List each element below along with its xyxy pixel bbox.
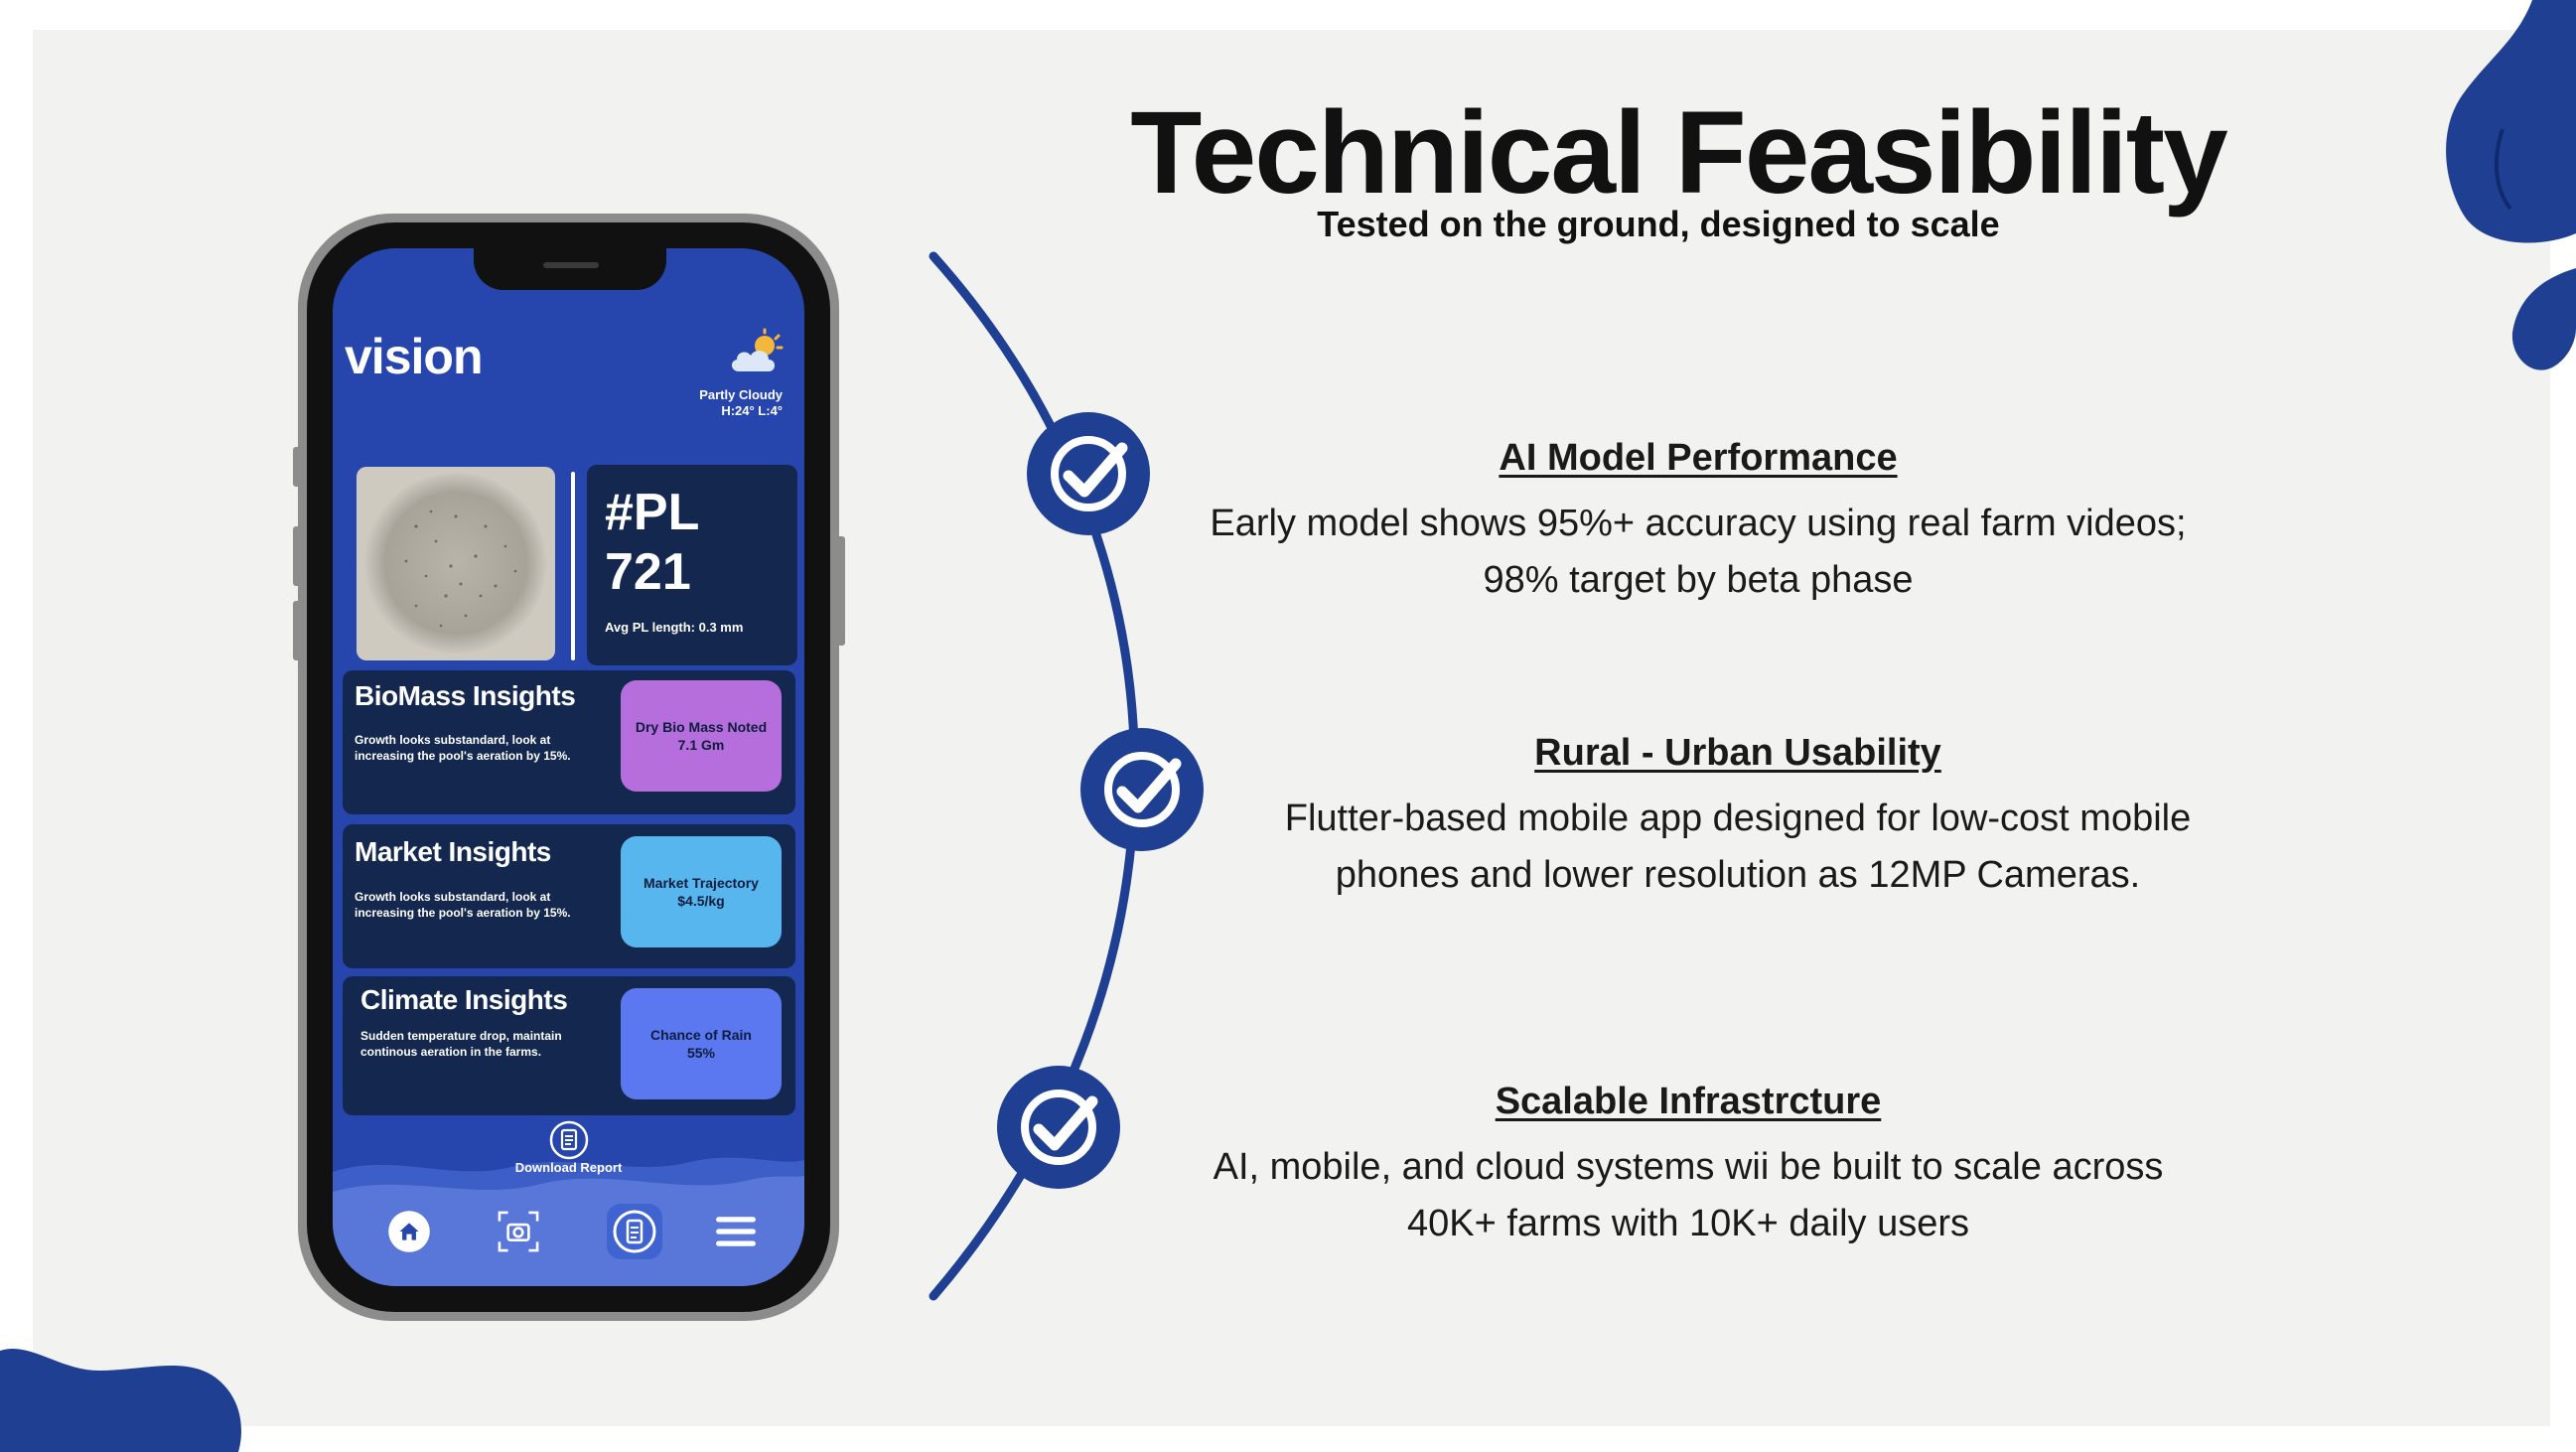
- feature-heading: AI Model Performance: [1499, 437, 1898, 479]
- pill-label: Chance of Rain: [650, 1027, 752, 1043]
- pill-value: $4.5/kg: [677, 893, 725, 909]
- menu-icon[interactable]: [706, 1202, 766, 1261]
- check-icon: [997, 1066, 1120, 1189]
- card-heading: BioMass Insights: [355, 680, 576, 711]
- weather-temps: H:24° L:4°: [721, 403, 783, 418]
- home-icon[interactable]: [379, 1202, 439, 1261]
- download-report-icon[interactable]: [549, 1120, 589, 1160]
- page-title: Technical Feasibility: [1130, 87, 2227, 218]
- feature-heading: Rural - Urban Usability: [1534, 732, 1941, 774]
- phone-mockup: vision Partly Cloudy H:24° L:4°: [298, 214, 839, 1321]
- pill-value: 7.1 Gm: [677, 737, 725, 753]
- card-body: Growth looks substandard, look at increa…: [355, 733, 571, 763]
- feature-line: phones and lower resolution as 12MP Came…: [1335, 854, 2141, 896]
- page-subtitle: Tested on the ground, designed to scale: [1317, 204, 2000, 244]
- biomass-pill[interactable]: Dry Bio Mass Noted 7.1 Gm: [621, 680, 782, 792]
- pill-label: Dry Bio Mass Noted: [635, 719, 768, 735]
- card-heading: Climate Insights: [360, 984, 568, 1015]
- check-icon: [1027, 412, 1150, 535]
- feature-usability: Rural - Urban Usability Flutter-based mo…: [1192, 732, 2284, 904]
- phone-side-button: [837, 536, 845, 646]
- partly-cloudy-icon: [731, 328, 784, 371]
- pl-label: #PL: [605, 484, 700, 541]
- top-right-blob: [2446, 0, 2576, 370]
- feature-ai-model: AI Model Performance Early model shows 9…: [1152, 437, 2244, 609]
- check-icon: [1080, 728, 1204, 851]
- climate-pill[interactable]: Chance of Rain 55%: [621, 988, 782, 1099]
- feature-line: AI, mobile, and cloud systems wii be bui…: [1213, 1146, 2164, 1188]
- divider: [571, 472, 575, 660]
- feature-line: 98% target by beta phase: [1483, 559, 1914, 601]
- pl-count-card: #PL 721 Avg PL length: 0.3 mm: [587, 465, 797, 665]
- app-screen: vision Partly Cloudy H:24° L:4°: [333, 248, 804, 1286]
- phone-side-button: [293, 526, 301, 586]
- weather-condition: Partly Cloudy: [699, 387, 783, 402]
- bottom-left-blob: [0, 1348, 241, 1452]
- biomass-insights-card[interactable]: BioMass Insights Growth looks substandar…: [343, 670, 795, 814]
- card-body: Sudden temperature drop, maintain contin…: [360, 1029, 562, 1059]
- feature-line: Flutter-based mobile app designed for lo…: [1284, 798, 2192, 839]
- card-body: Growth looks substandard, look at increa…: [355, 890, 571, 920]
- wave-decoration: [333, 1157, 804, 1286]
- climate-insights-card[interactable]: Climate Insights Sudden temperature drop…: [343, 976, 795, 1115]
- pill-value: 55%: [686, 1045, 716, 1061]
- market-pill[interactable]: Market Trajectory $4.5/kg: [621, 836, 782, 947]
- download-report-label[interactable]: Download Report: [514, 1160, 623, 1175]
- card-heading: Market Insights: [355, 836, 551, 867]
- feature-infrastructure: Scalable Infrastrcture AI, mobile, and c…: [1142, 1081, 2234, 1252]
- market-insights-card[interactable]: Market Insights Growth looks substandard…: [343, 824, 795, 968]
- pl-count: 721: [605, 543, 691, 601]
- phone-notch: [474, 248, 666, 290]
- report-icon[interactable]: [605, 1202, 664, 1261]
- feature-line: Early model shows 95%+ accuracy using re…: [1210, 503, 2187, 544]
- camera-scan-icon[interactable]: [489, 1202, 548, 1261]
- phone-side-button: [293, 601, 301, 660]
- pill-label: Market Trajectory: [644, 875, 759, 891]
- app-logo: vision: [345, 329, 483, 384]
- sample-photo: [357, 467, 555, 660]
- feature-line: 40K+ farms with 10K+ daily users: [1406, 1203, 1970, 1244]
- pl-avg-length: Avg PL length: 0.3 mm: [605, 620, 744, 635]
- feature-heading: Scalable Infrastrcture: [1495, 1081, 1882, 1122]
- phone-side-button: [293, 447, 301, 487]
- weather-readout: Partly Cloudy H:24° L:4°: [699, 387, 783, 419]
